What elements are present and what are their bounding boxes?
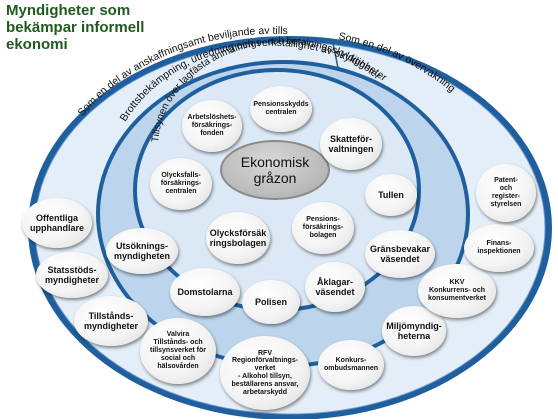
bubble-kkv: KKV Konkurrens- och konsumentverket <box>418 264 496 318</box>
bubble-offentliga-upphandlare: Offentliga upphandlare <box>22 198 92 248</box>
bubble-valvira: Valvira Tillstånds- och tillsynsverket f… <box>140 318 216 384</box>
bubble-aklagarvasendet: Åklagar- väsendet <box>305 262 365 312</box>
bubble-olycksfallsforsakringscentralen: Olycksfalls- försäkrings- centralen <box>150 158 212 210</box>
bubble-arbetsloshetsforsakringsfonden: Arbetslöshets- försäkrings- fonden <box>182 100 242 152</box>
bubble-olycksforsakringsbolagen: Olycksförsäk ringsbolagen <box>206 212 270 264</box>
bubble-skatteforvaltningen: Skatteför- valtningen <box>320 118 382 170</box>
bubble-utsokningsmyndigheten: Utsöknings- myndigheten <box>106 228 178 274</box>
diagram-title: Myndigheter som bekämpar informell ekono… <box>6 2 145 53</box>
bubble-tillstandsmyndigheter: Tillstånds- myndigheter <box>74 296 148 346</box>
bubble-statsstodsmyndigheter: Statsstöds- myndigheter <box>36 252 108 298</box>
bubble-konkursombudsmannen: Konkurs- ombudsmannen <box>318 340 384 390</box>
bubble-rfv-regionforvaltningsverket: RFV Regionförvaltnings- verket - Alkohol… <box>220 336 310 410</box>
bubble-miljomyndigheterna: Miljömyndig- heterna <box>382 306 446 356</box>
bubble-patent-och-registerstyrelsen: Patent- och register- styrelsen <box>476 164 536 222</box>
bubble-tullen: Tullen <box>365 174 417 216</box>
bubble-finansinspektionen: Finans- inspektionen <box>464 224 534 272</box>
bubble-gransbevakarvasendet: Gränsbevakar väsendet <box>365 230 435 278</box>
bubble-polisen: Polisen <box>242 280 300 324</box>
bubble-pensionsforsakringsbolagen: Pensions- försäkrings- bolagen <box>292 202 354 254</box>
bubble-domstolarna: Domstolarna <box>170 268 240 316</box>
center-gray-zone: Ekonomisk gråzon <box>220 140 330 200</box>
bubble-pensionsskyddscentralen: Pensionsskydds centralen <box>250 86 312 132</box>
